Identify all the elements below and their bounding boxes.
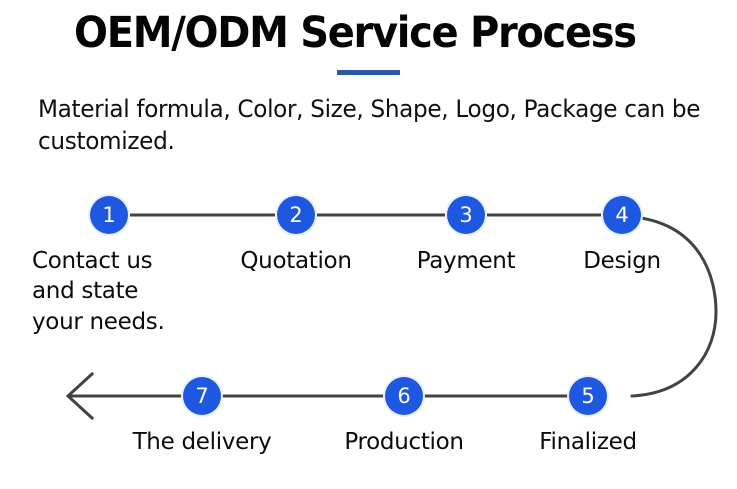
- page-subtitle: Material formula, Color, Size, Shape, Lo…: [38, 95, 701, 156]
- flow-node-5[interactable]: 5: [569, 377, 607, 415]
- flow-node-6[interactable]: 6: [385, 377, 423, 415]
- flow-node-2-number: 2: [289, 202, 303, 227]
- flow-label-4: Design: [583, 248, 661, 274]
- arrow-left-icon: [65, 371, 95, 421]
- flow-label-7: The delivery: [132, 429, 272, 455]
- flow-label-2: Quotation: [240, 248, 352, 274]
- flow-node-1[interactable]: 1: [90, 196, 128, 234]
- title-underline-accent: [337, 70, 400, 75]
- flow-label-1: Contact us and state your needs.: [32, 248, 165, 335]
- connector-4-to-5-wrap: [630, 216, 718, 398]
- flow-label-6: Production: [344, 429, 464, 455]
- flow-label-5: Finalized: [539, 429, 637, 455]
- flow-node-2[interactable]: 2: [277, 196, 315, 234]
- flow-node-3-number: 3: [459, 202, 473, 227]
- page-title: OEM/ODM Service Process: [74, 8, 637, 58]
- flow-node-4-number: 4: [615, 202, 629, 227]
- flow-node-6-number: 6: [397, 383, 411, 408]
- flow-node-5-number: 5: [581, 383, 595, 408]
- flow-node-3[interactable]: 3: [447, 196, 485, 234]
- flow-node-1-number: 1: [102, 202, 116, 227]
- flow-label-3: Payment: [416, 248, 516, 274]
- flow-node-4[interactable]: 4: [603, 196, 641, 234]
- flow-node-7-number: 7: [195, 383, 209, 408]
- flow-node-7[interactable]: 7: [183, 377, 221, 415]
